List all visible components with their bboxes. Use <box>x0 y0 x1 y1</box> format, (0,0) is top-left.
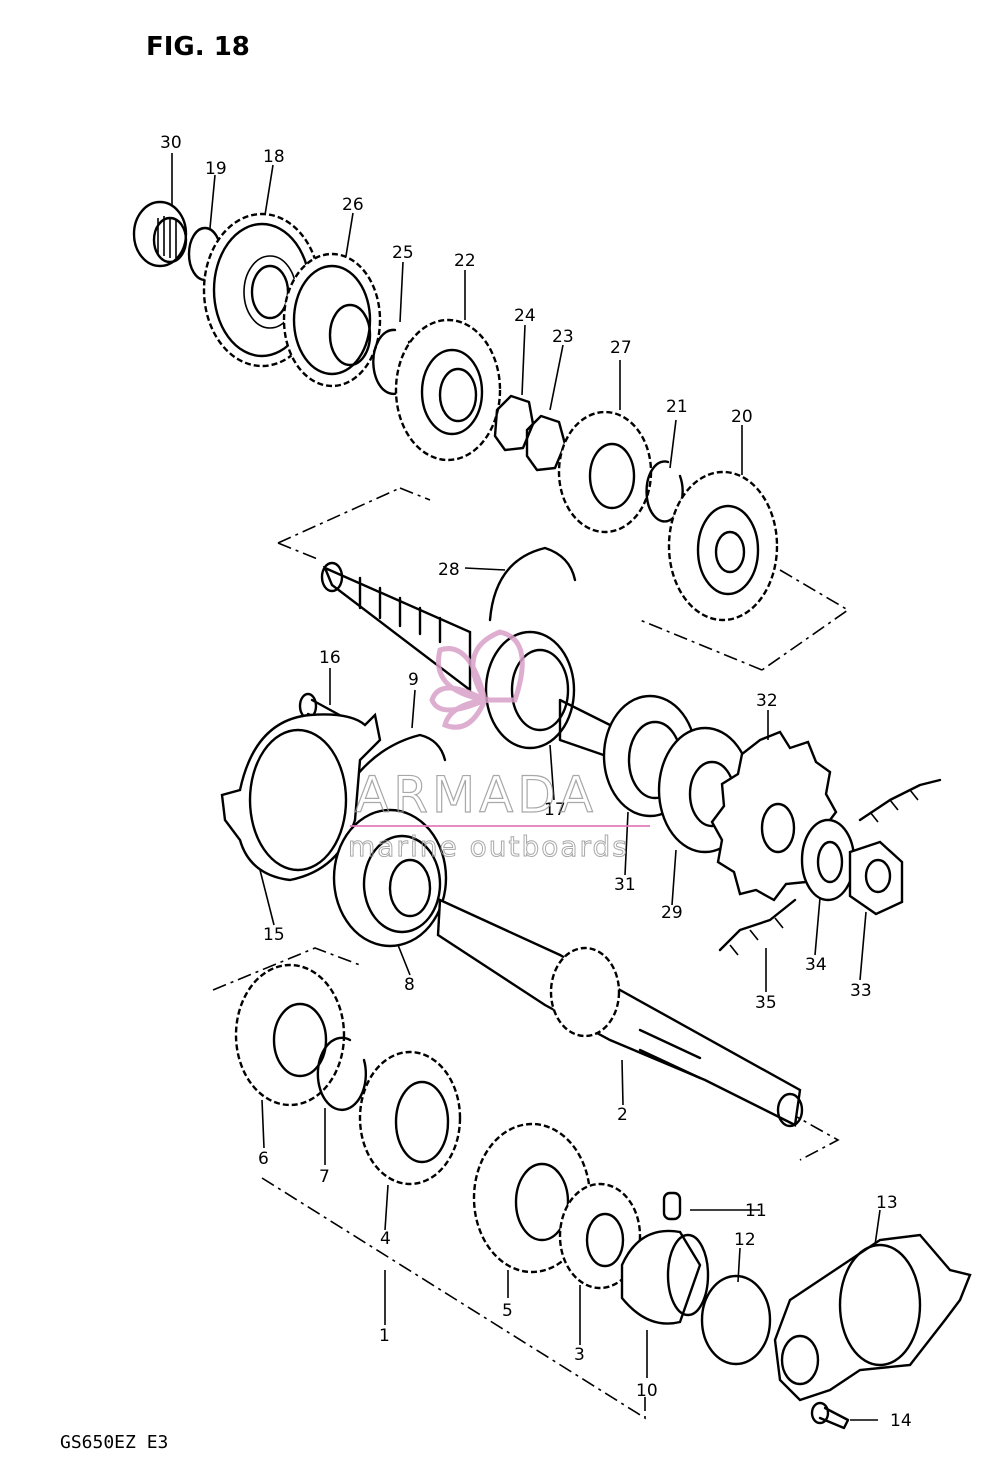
gear-22 <box>394 318 502 462</box>
nut-33 <box>848 840 904 916</box>
label-19: 19 <box>205 159 227 179</box>
washer-34 <box>800 818 856 902</box>
leader-lines <box>171 153 881 1421</box>
label-26: 26 <box>342 195 364 215</box>
gear-26 <box>282 252 382 388</box>
gear-6 <box>234 963 346 1107</box>
label-31: 31 <box>614 875 636 895</box>
label-14: 14 <box>890 1411 912 1431</box>
label-5: 5 <box>502 1301 513 1321</box>
label-25: 25 <box>392 243 414 263</box>
countershaft-17 <box>320 561 622 762</box>
label-33: 33 <box>850 981 872 1001</box>
gear-4 <box>358 1050 462 1186</box>
needle-bearing-30 <box>132 200 188 268</box>
circlip-7 <box>316 1036 368 1112</box>
washer-23 <box>525 414 567 472</box>
label-32: 32 <box>756 691 778 711</box>
label-34: 34 <box>805 955 827 975</box>
label-24: 24 <box>514 306 536 326</box>
gear-20 <box>667 470 779 622</box>
figure-title: FIG. 18 <box>146 32 250 62</box>
label-17: 17 <box>544 800 566 820</box>
gear-3 <box>558 1182 642 1290</box>
label-7: 7 <box>319 1167 330 1187</box>
bearing-8 <box>332 808 448 948</box>
label-29: 29 <box>661 903 683 923</box>
label-11: 11 <box>745 1201 767 1221</box>
pin-11 <box>662 1191 760 1221</box>
label-10: 10 <box>636 1381 658 1401</box>
oil-seal-12 <box>700 1274 772 1366</box>
armada-watermark: ARMADA marine outboards <box>348 629 650 864</box>
label-21: 21 <box>666 397 688 417</box>
label-6: 6 <box>258 1149 269 1169</box>
drive-chain-35 <box>718 778 942 952</box>
label-18: 18 <box>263 147 285 167</box>
watermark-brand: ARMADA <box>355 766 597 824</box>
label-27: 27 <box>610 338 632 358</box>
model-code: GS650EZ E3 <box>60 1432 168 1453</box>
label-12: 12 <box>734 1230 756 1250</box>
label-35: 35 <box>755 993 777 1013</box>
label-9: 9 <box>408 670 419 690</box>
label-13: 13 <box>876 1193 898 1213</box>
label-3: 3 <box>574 1345 585 1365</box>
gear-27 <box>557 410 653 534</box>
driveshaft-2 <box>436 898 804 1128</box>
bearing-retainer-13 <box>773 1233 972 1402</box>
c-ring-28 <box>488 546 577 622</box>
bearing-10 <box>620 1229 710 1325</box>
label-4: 4 <box>380 1229 391 1249</box>
part-number-labels: 30 19 18 26 25 22 24 23 27 21 20 28 16 9… <box>160 133 912 1431</box>
label-1: 1 <box>379 1326 390 1346</box>
label-8: 8 <box>404 975 415 995</box>
watermark-tagline: marine outboards <box>348 830 629 863</box>
label-28: 28 <box>438 560 460 580</box>
bolt-14 <box>810 1401 850 1430</box>
label-23: 23 <box>552 327 574 347</box>
countershaft-group-outline <box>277 487 850 671</box>
label-20: 20 <box>731 407 753 427</box>
label-16: 16 <box>319 648 341 668</box>
watermark-flower-logo <box>429 629 525 730</box>
bearing-retainer-15 <box>220 712 382 882</box>
label-22: 22 <box>454 251 476 271</box>
label-15: 15 <box>263 925 285 945</box>
label-30: 30 <box>160 133 182 153</box>
label-2: 2 <box>617 1105 628 1125</box>
